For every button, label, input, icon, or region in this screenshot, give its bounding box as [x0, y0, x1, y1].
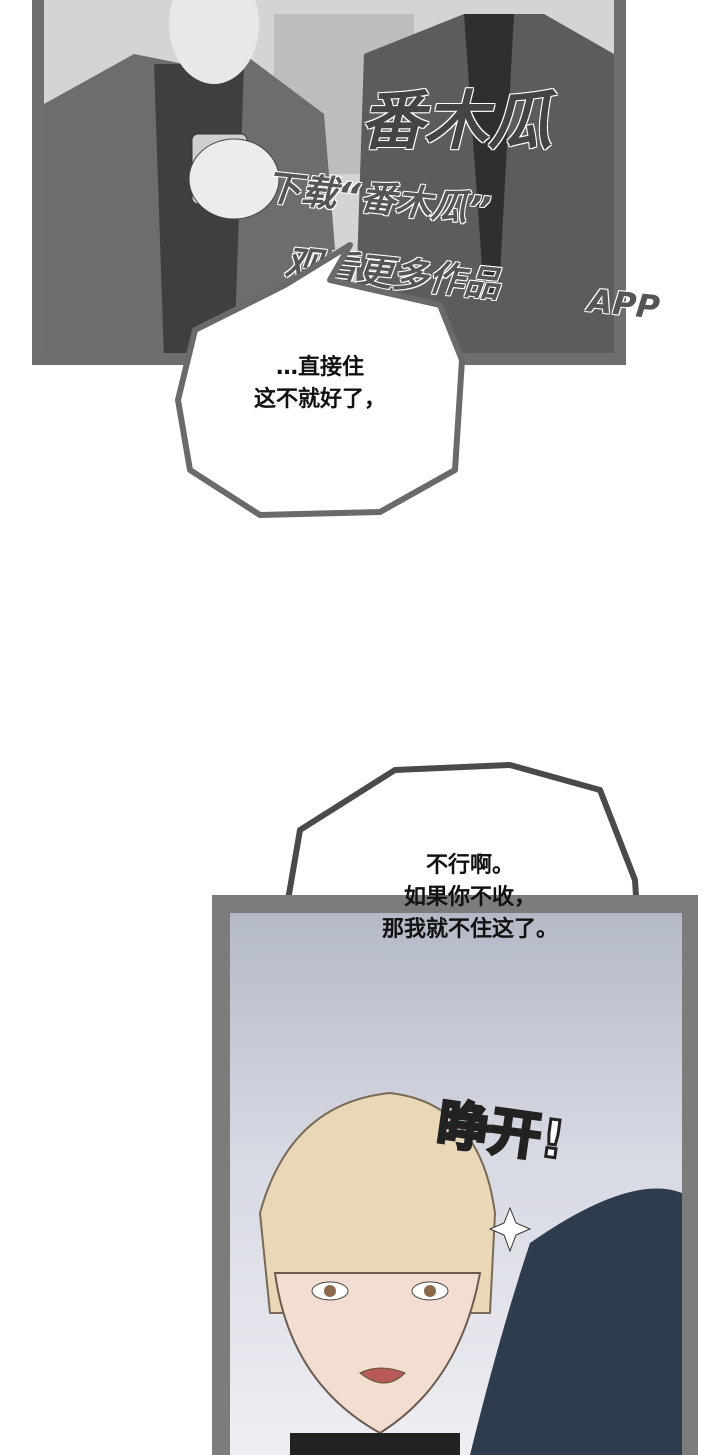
comic-panel-1 [32, 0, 626, 365]
two-men-illustration [44, 0, 614, 353]
panel-1-illustration [44, 0, 614, 353]
blond-man-illustration [258, 1091, 682, 1455]
speech-bubble-2-text: 不行啊。 如果你不收， 那我就不住这了。 [320, 850, 620, 946]
bubble-2-line: 如果你不收， [403, 885, 536, 910]
watermark-logo: 番木瓜 [360, 85, 552, 159]
bubble-1-line: 这不就好了， [253, 387, 386, 412]
bubble-2-line: 那我就不住这了。 [381, 917, 558, 942]
bubble-2-line: 不行啊。 [425, 853, 514, 878]
speech-bubble-1 [175, 242, 465, 518]
panel-2-illustration [230, 913, 682, 1455]
comic-panel-2 [212, 895, 698, 1455]
speech-bubble-1-text: …直接住 这不就好了， [200, 352, 440, 416]
bubble-1-line: …直接住 [275, 355, 364, 380]
